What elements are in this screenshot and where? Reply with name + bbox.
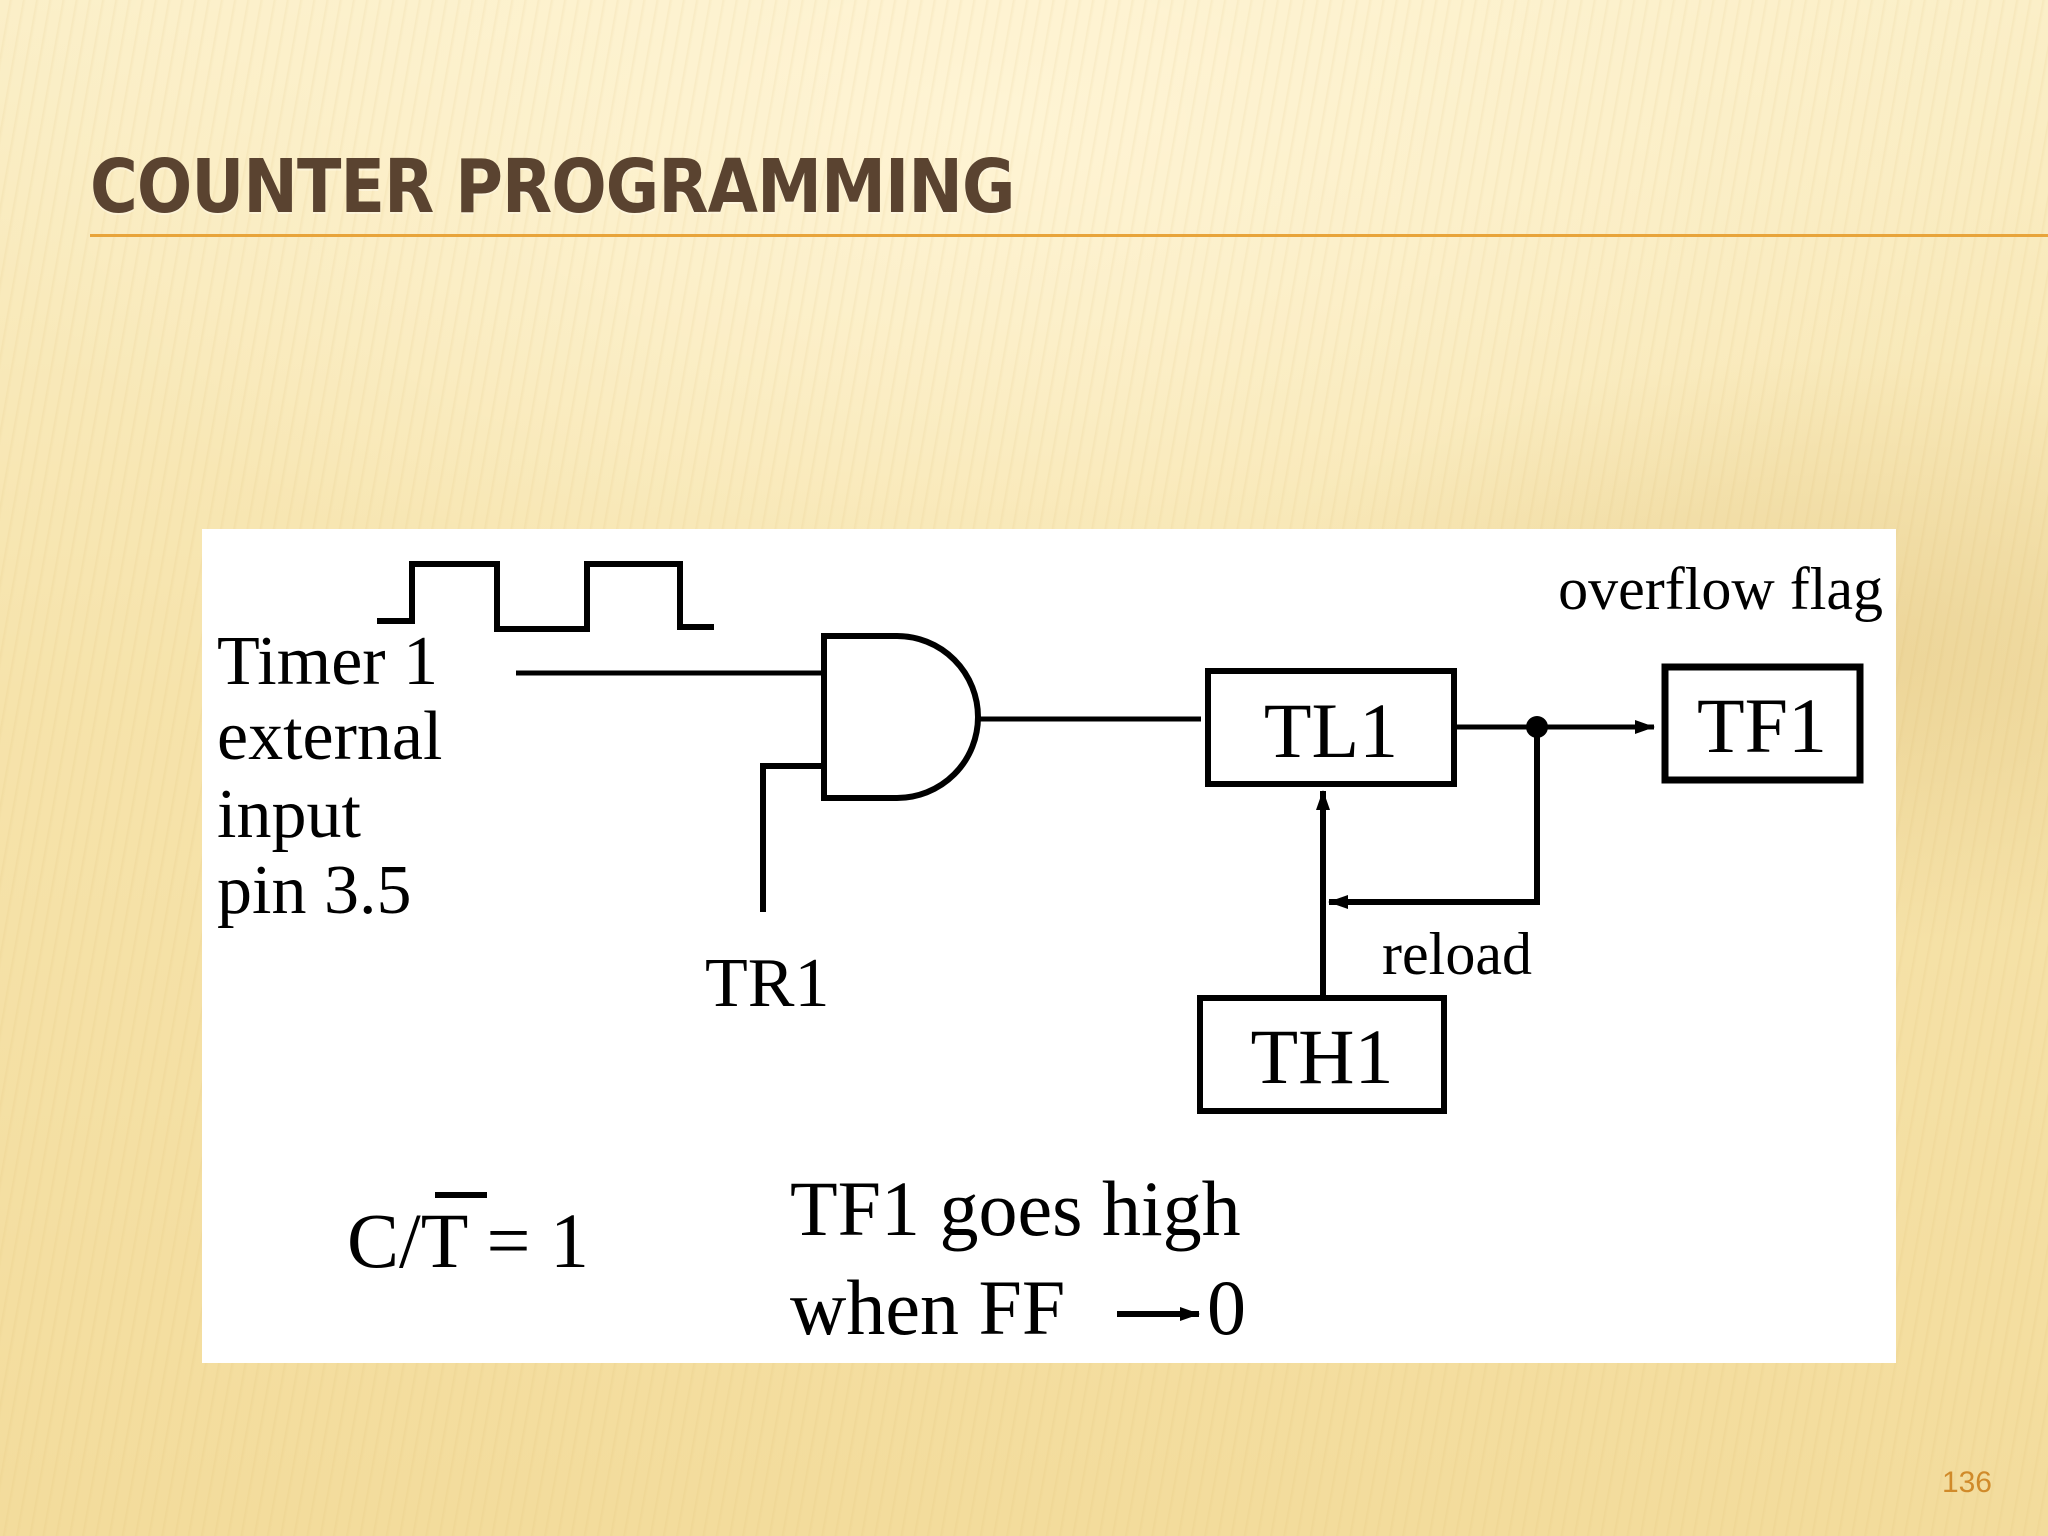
mode-formula: C/T = 1 <box>347 1197 589 1284</box>
reload-label: reload <box>1382 921 1532 987</box>
note-line-2-value: 0 <box>1207 1264 1246 1351</box>
tf1-label: TF1 <box>1697 682 1827 769</box>
note-line-1: TF1 goes high <box>790 1165 1241 1252</box>
th1-register-box <box>1197 995 1447 1114</box>
input-label-line-2: external <box>217 698 442 775</box>
tl1-label: TL1 <box>1264 687 1398 774</box>
page-number: 136 <box>1941 1466 1992 1499</box>
mode-suffix: = 1 <box>467 1197 589 1284</box>
timer-counter-diagram: Timer 1 external input pin 3.5 TR1 TL1 o… <box>202 529 1896 1363</box>
diagram-canvas: Timer 1 external input pin 3.5 TR1 TL1 o… <box>217 556 1883 1351</box>
tr1-label: TR1 <box>705 945 829 1022</box>
input-label-line-3: input <box>217 776 361 853</box>
input-label-line-1: Timer 1 <box>217 623 438 700</box>
overflow-flag-label: overflow flag <box>1558 556 1883 622</box>
and-gate-icon <box>821 633 981 801</box>
feedback-wire <box>1328 727 1540 909</box>
title-underline <box>90 234 2048 237</box>
note-line-2: when FF <box>790 1264 1065 1351</box>
slide-title: COUNTER PROGRAMMING <box>90 144 1015 230</box>
clock-pulse-icon <box>377 561 714 632</box>
input-label-line-4: pin 3.5 <box>217 852 411 929</box>
tr1-wire <box>760 763 824 912</box>
th1-label: TH1 <box>1251 1013 1394 1100</box>
mode-bar-letter: T <box>421 1197 468 1284</box>
tl1-register-box <box>1205 668 1457 787</box>
mode-prefix: C/ <box>347 1197 421 1284</box>
tf1-flag-box <box>1661 663 1864 784</box>
